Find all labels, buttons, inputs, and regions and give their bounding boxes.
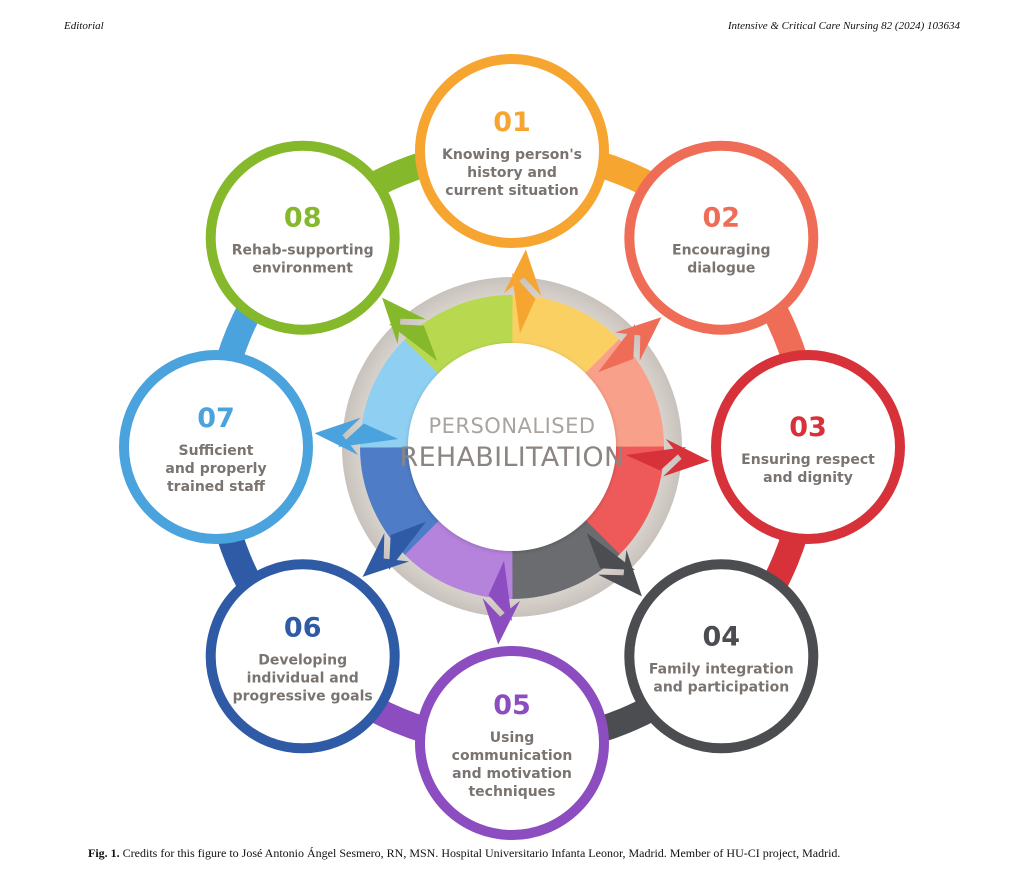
step-label-line: Developing [258, 652, 347, 668]
step-label-line: current situation [445, 183, 578, 199]
step-label-line: and participation [653, 679, 789, 695]
hub-segment [511, 295, 620, 374]
hub-segment-tip [388, 323, 438, 361]
step-label-line: Sufficient [179, 443, 254, 459]
step-circle [205, 559, 400, 754]
step-number: 01 [493, 107, 531, 138]
step-circle [415, 646, 609, 840]
step-label-line: Family integration [649, 661, 794, 677]
step-circle [624, 140, 819, 335]
running-head-journal-section: Editorial [64, 20, 104, 32]
hub-segment-tip [388, 521, 426, 571]
hub-segment-tip [625, 447, 686, 471]
step-arrow-05 [482, 598, 521, 645]
step-arrow-08 [382, 297, 426, 344]
step-arrow-06 [362, 533, 409, 577]
figure-caption-text: Credits for this figure to José Antonio … [122, 846, 841, 860]
step-label-line: trained staff [167, 479, 266, 495]
step-label-line: and dignity [763, 470, 853, 486]
center-title-line-2: REHABILITATION [400, 442, 625, 473]
step-circle [711, 350, 905, 544]
hub: PERSONALISED REHABILITATION [338, 273, 686, 621]
hub-segment [404, 520, 513, 599]
step-label-line: Rehab-supporting [232, 243, 374, 259]
step-label-line: dialogue [687, 261, 755, 277]
step-arrow-02 [615, 317, 662, 361]
hub-segment-tip [512, 273, 536, 334]
step-label-line: communication [452, 748, 573, 764]
step-number: 03 [789, 412, 827, 443]
step-label-line: Encouraging [672, 243, 771, 259]
figure-caption: Fig. 1. Credits for this figure to José … [88, 846, 840, 861]
step-number: 05 [493, 690, 531, 721]
step-number: 02 [703, 203, 741, 234]
step-circle [415, 54, 609, 248]
hub-inner-disc [408, 343, 616, 551]
step-number: 04 [703, 621, 741, 652]
hub-segment [359, 339, 439, 448]
step-label-line: history and [467, 165, 557, 181]
step-arrow-03 [663, 438, 710, 477]
step-number: 06 [284, 612, 322, 643]
step-label-line: environment [252, 261, 353, 277]
step-circle [624, 559, 819, 754]
step-label-line: Using [490, 730, 535, 746]
step-label-line: progressive goals [233, 688, 373, 704]
hub-segment-tip [598, 323, 636, 373]
step-label-line: Ensuring respect [741, 452, 875, 468]
figure-caption-label: Fig. 1. [88, 846, 120, 860]
center-title-line-1: PERSONALISED [428, 414, 595, 438]
step-number: 08 [284, 203, 322, 234]
step-number: 07 [197, 403, 235, 434]
step-label-line: individual and [247, 670, 359, 686]
step-arrow-01 [503, 249, 542, 296]
step-label-line: and motivation [452, 766, 572, 782]
step-circle [119, 350, 313, 544]
step-label-line: and properly [165, 461, 266, 477]
hub-segment [585, 446, 664, 555]
step-circle [205, 140, 400, 335]
step-label-line: Knowing person's [442, 147, 582, 163]
step-arrow-07 [314, 417, 361, 456]
hub-segment-tip [586, 533, 636, 571]
step-arrows [314, 249, 710, 645]
running-head-citation: Intensive & Critical Care Nursing 82 (20… [727, 20, 960, 32]
hub-segments [338, 273, 686, 621]
step-arrow-04 [598, 550, 642, 597]
step-label-line: techniques [468, 784, 555, 800]
hub-segment-tip [488, 560, 512, 621]
hub-segment-tip [338, 423, 399, 447]
